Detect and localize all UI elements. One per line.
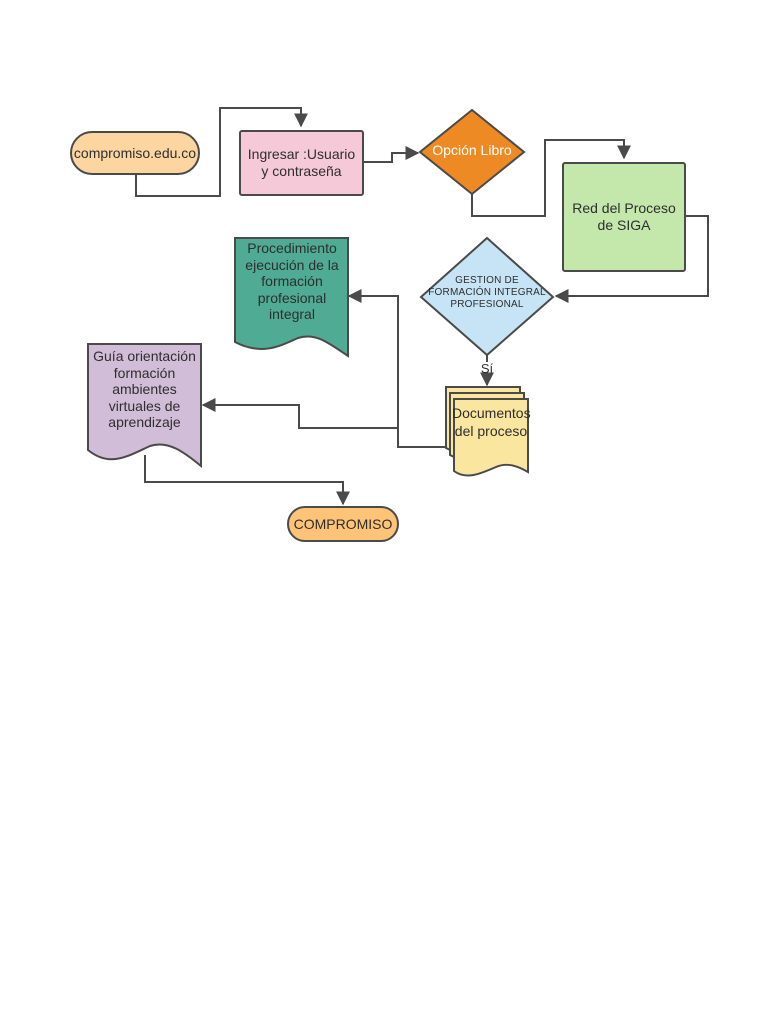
network-process-box[interactable]: Red del Proceso de SIGA <box>562 162 686 272</box>
edge-guide-to-end <box>144 455 350 506</box>
end-terminal[interactable]: COMPROMISO <box>287 506 399 542</box>
edge-login-to-option <box>363 146 420 163</box>
network-process-label: Red del Proceso de SIGA <box>572 200 676 233</box>
start-terminal[interactable]: compromiso.edu.co <box>70 131 200 175</box>
connector-lines <box>135 107 709 506</box>
edge-option-to-network <box>471 139 631 217</box>
option-diamond-label: Opción Libro <box>432 142 512 158</box>
start-terminal-label: compromiso.edu.co <box>73 144 197 161</box>
documents-page-front <box>453 398 529 477</box>
guide-document-shape[interactable] <box>87 343 202 469</box>
edge-network-to-gestion <box>554 215 709 303</box>
yes-edge-label: Sí <box>480 361 494 376</box>
procedure-document-label: Procedimiento ejecución de la formación … <box>245 240 339 323</box>
edge-documents-to-guide <box>201 398 398 429</box>
procedure-document-shape[interactable] <box>234 237 349 358</box>
login-process-label: Ingresar :Usuario y contraseña <box>247 146 356 179</box>
end-terminal-label: COMPROMISO <box>293 515 393 532</box>
option-diamond[interactable] <box>418 108 526 196</box>
gestion-diamond[interactable] <box>419 236 555 357</box>
edge-documents-to-procedure <box>347 289 446 448</box>
documents-stack-label: Documentos del proceso <box>452 405 531 440</box>
login-process-box[interactable]: Ingresar :Usuario y contraseña <box>239 130 364 196</box>
edge-start-to-login <box>135 107 308 197</box>
gestion-diamond-label: GESTION DE FORMACIÓN INTEGRAL PROFESIONA… <box>428 275 546 310</box>
documents-stack[interactable] <box>445 386 529 477</box>
guide-document-label: Guía orientación formación ambientes vir… <box>93 348 196 431</box>
